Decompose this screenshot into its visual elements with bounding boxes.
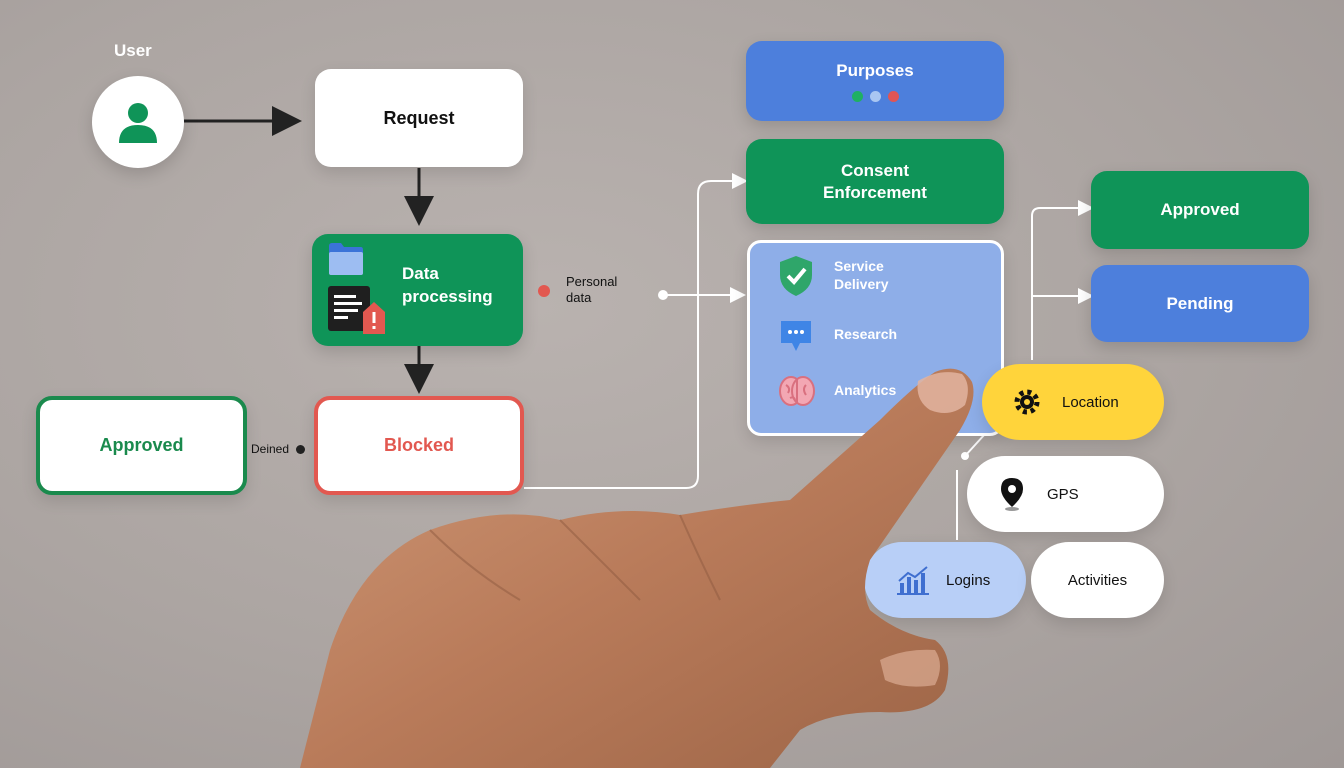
approved-left-label: Approved xyxy=(99,435,184,455)
bar-chart-icon xyxy=(897,566,929,595)
data-processing-label: Data processing xyxy=(402,264,493,306)
purpose-item-research[interactable]: Research xyxy=(778,318,978,358)
research-label: Research xyxy=(834,326,898,342)
user-label: User xyxy=(114,41,152,60)
location-label: Location xyxy=(1062,393,1119,411)
shield-check-icon xyxy=(780,256,812,296)
purposes-dot-green xyxy=(851,90,863,102)
location-connector-line xyxy=(964,433,986,457)
person-icon xyxy=(119,103,157,143)
document-alert-icon xyxy=(328,286,385,334)
approved-right-label: Approved xyxy=(1160,200,1240,219)
location-pill[interactable]: Location xyxy=(982,364,1164,440)
activities-label: Activities xyxy=(1067,571,1128,589)
request-node[interactable]: Request xyxy=(315,69,523,167)
purposes-to-approved-line xyxy=(1031,200,1094,360)
gear-icon xyxy=(1014,389,1040,415)
chat-bubble-icon xyxy=(781,321,811,351)
purpose-item-analytics[interactable]: Analytics xyxy=(778,373,978,413)
location-connector-node xyxy=(961,452,969,460)
purposes-dot-blue xyxy=(869,90,881,102)
purposes-label: Purposes xyxy=(836,60,914,80)
pending-node[interactable]: Pending xyxy=(1091,265,1309,342)
personal-data-dot xyxy=(538,285,550,297)
data-processing-node[interactable]: Data processing xyxy=(312,234,523,346)
consent-label-line2: Enforcement xyxy=(823,182,927,202)
purposes-node[interactable]: Purposes xyxy=(746,41,1004,121)
folder-icon xyxy=(329,243,363,275)
denied-dot xyxy=(296,445,305,454)
approved-left-node[interactable]: Approved xyxy=(36,396,247,495)
service-delivery-label: Service Delivery xyxy=(834,258,889,292)
purpose-item-service-delivery[interactable]: Service Delivery xyxy=(778,255,978,299)
gps-label: GPS xyxy=(1047,485,1079,503)
logins-label: Logins xyxy=(946,571,991,589)
consent-label-line1: Consent xyxy=(841,160,909,180)
denied-label: Deined xyxy=(251,442,290,456)
gps-pill[interactable]: GPS xyxy=(967,456,1164,532)
map-pin-icon xyxy=(1001,478,1023,511)
analytics-label: Analytics xyxy=(834,382,897,398)
activities-pill[interactable]: Activities xyxy=(1031,542,1164,618)
consent-enforcement-node[interactable]: Consent Enforcement xyxy=(746,139,1004,224)
purposes-dots xyxy=(851,90,899,102)
purposes-dot-red xyxy=(887,90,899,102)
blocked-label: Blocked xyxy=(383,435,455,455)
request-label: Request xyxy=(383,107,455,128)
user-avatar[interactable] xyxy=(92,76,184,168)
pending-label: Pending xyxy=(1166,293,1234,313)
logins-pill[interactable]: Logins xyxy=(864,542,1026,618)
approved-right-node[interactable]: Approved xyxy=(1091,171,1309,249)
personal-data-label: Personal data xyxy=(566,274,618,305)
blocked-node[interactable]: Blocked xyxy=(314,396,524,495)
brain-icon xyxy=(779,376,815,406)
blocked-to-consent-line xyxy=(524,173,748,489)
